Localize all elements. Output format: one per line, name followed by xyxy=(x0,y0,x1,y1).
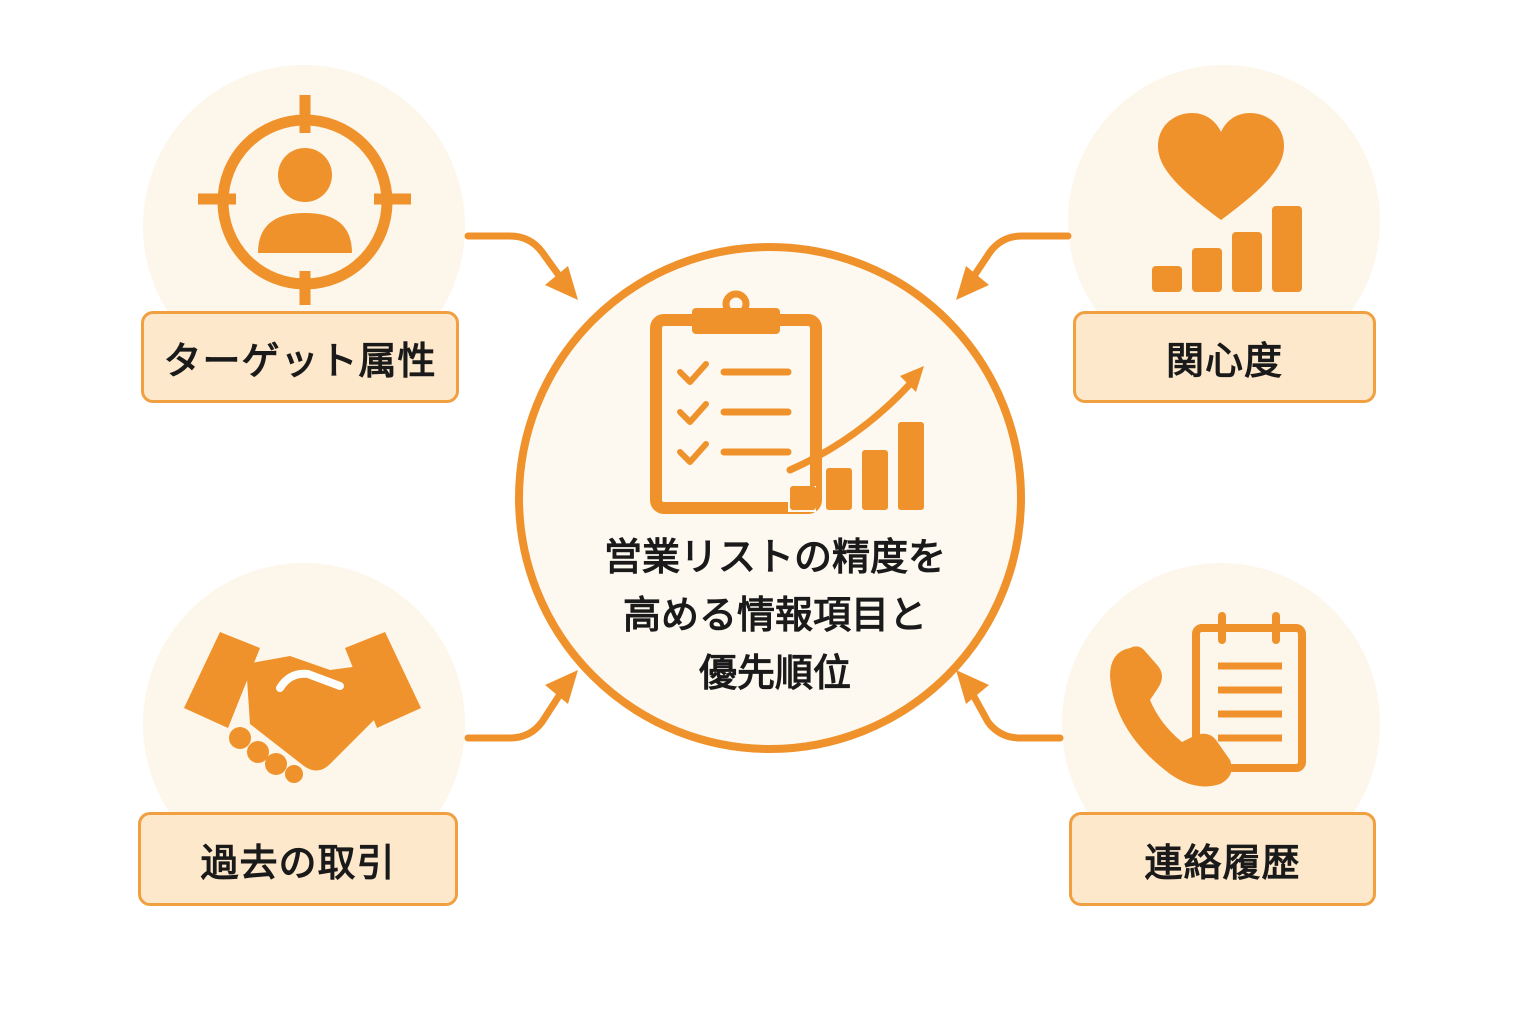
target-label: ターゲット属性 xyxy=(163,338,437,383)
past-deals-label-box: 過去の取引 xyxy=(138,812,458,906)
contact-history-label: 連絡履歴 xyxy=(1144,840,1301,885)
handshake-icon xyxy=(184,632,421,783)
arrow-target-to-center xyxy=(464,232,572,292)
target-label-box: ターゲット属性 xyxy=(141,311,459,403)
center-title: 営業リストの精度を 高める情報項目と 優先順位 xyxy=(560,528,990,702)
arrow-contact-to-center xyxy=(962,678,1064,742)
interest-label-box: 関心度 xyxy=(1073,311,1376,403)
center-title-line-1: 営業リストの精度を xyxy=(603,535,946,579)
clipboard-growth-icon xyxy=(650,290,924,514)
arrow-past-deals-to-center xyxy=(464,678,572,742)
center-title-line-2: 高める情報項目と xyxy=(622,593,927,637)
contact-history-label-box: 連絡履歴 xyxy=(1069,812,1376,906)
phone-calendar-icon xyxy=(1110,612,1306,787)
target-person-icon xyxy=(198,95,411,305)
center-title-line-3: 優先順位 xyxy=(698,651,851,695)
arrow-interest-to-center xyxy=(962,232,1072,292)
center-circle xyxy=(515,243,1025,753)
heart-chart-icon xyxy=(1152,113,1302,292)
interest-label: 関心度 xyxy=(1165,338,1283,383)
past-deals-label: 過去の取引 xyxy=(200,840,396,885)
